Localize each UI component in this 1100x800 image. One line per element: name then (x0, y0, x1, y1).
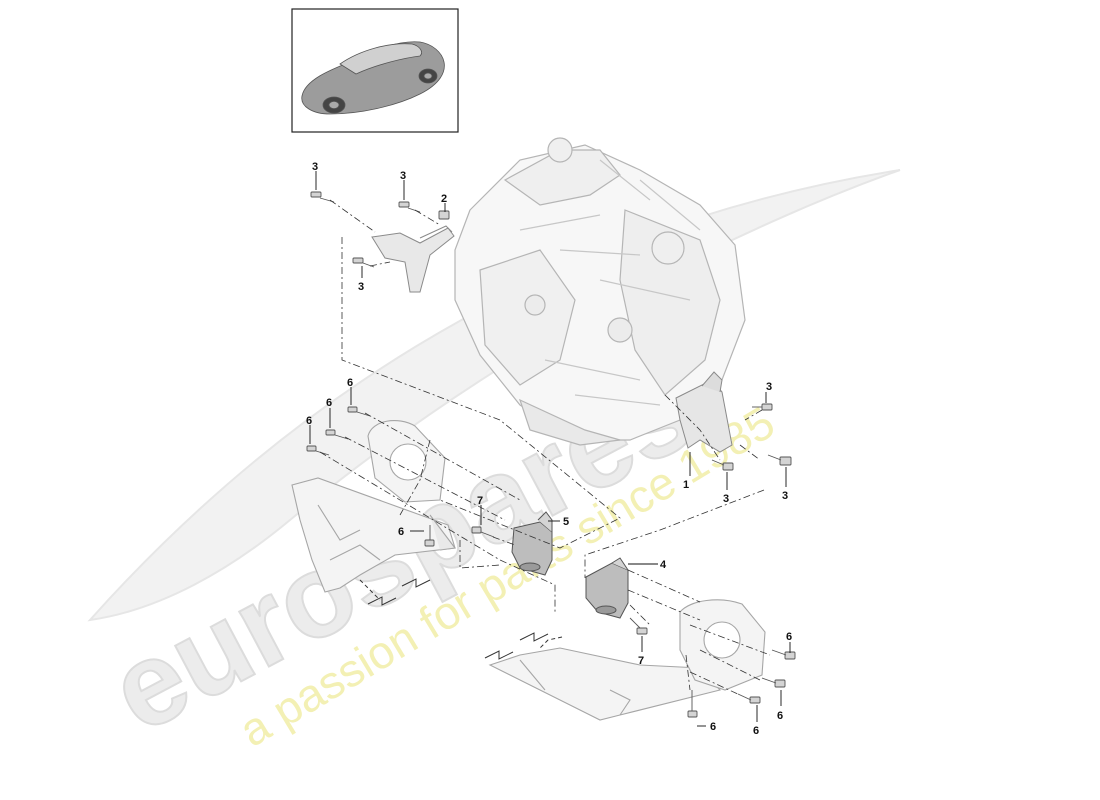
callout-6: 6 (710, 721, 716, 733)
callout-7: 7 (477, 495, 483, 507)
car-thumbnail (301, 41, 445, 115)
callout-4: 4 (660, 559, 667, 571)
callout-3: 3 (766, 381, 772, 393)
bolt-6a (347, 406, 371, 417)
bolt-3c (352, 257, 375, 268)
bolt-3e (711, 459, 734, 471)
callout-3: 3 (358, 281, 364, 293)
callout-3: 3 (782, 490, 788, 502)
callout-1: 1 (683, 479, 689, 491)
subframe-left (291, 420, 457, 593)
engine-block (454, 137, 746, 446)
engine-mount-4 (585, 557, 629, 619)
callout-3: 3 (723, 493, 729, 505)
watermark-swoosh (87, 169, 901, 622)
callout-6: 6 (786, 631, 792, 643)
bolt-3f (767, 454, 792, 466)
callout-3: 3 (400, 170, 406, 182)
callouts: 3 3 2 3 6 6 6 3 1 3 3 7 5 6 4 7 6 6 6 6 (306, 161, 792, 737)
callout-5: 5 (563, 516, 569, 528)
bolt-2 (438, 210, 450, 220)
bolt-6e (771, 649, 796, 660)
bolt-3d (752, 403, 773, 411)
bolt-6c (306, 445, 330, 456)
callout-6: 6 (326, 397, 332, 409)
leader-lines (309, 171, 791, 727)
callout-6: 6 (306, 415, 312, 427)
callout-6: 6 (347, 377, 353, 389)
bolt-7b (629, 617, 648, 635)
bolt-6g (737, 693, 761, 704)
bolt-6d (424, 525, 435, 547)
section-breaks (359, 578, 563, 660)
callout-6: 6 (777, 710, 783, 722)
engine-mount-bracket-left (371, 225, 455, 293)
bolt-6b (325, 429, 349, 440)
bolt-3b (398, 201, 421, 213)
callout-2: 2 (441, 193, 447, 205)
callout-6: 6 (398, 526, 404, 538)
bolt-6f (761, 677, 786, 688)
callout-3: 3 (312, 161, 318, 173)
assembly-lines (319, 199, 771, 696)
bolts (306, 191, 796, 718)
callout-7: 7 (638, 655, 644, 667)
engine-mount-5 (511, 511, 553, 576)
bolt-6h (687, 690, 698, 718)
thumbnail-box (291, 8, 459, 133)
callout-6: 6 (753, 725, 759, 737)
engine-mount-bracket-right (675, 371, 733, 453)
bolt-7a (471, 526, 495, 538)
subframe-right (488, 599, 766, 721)
